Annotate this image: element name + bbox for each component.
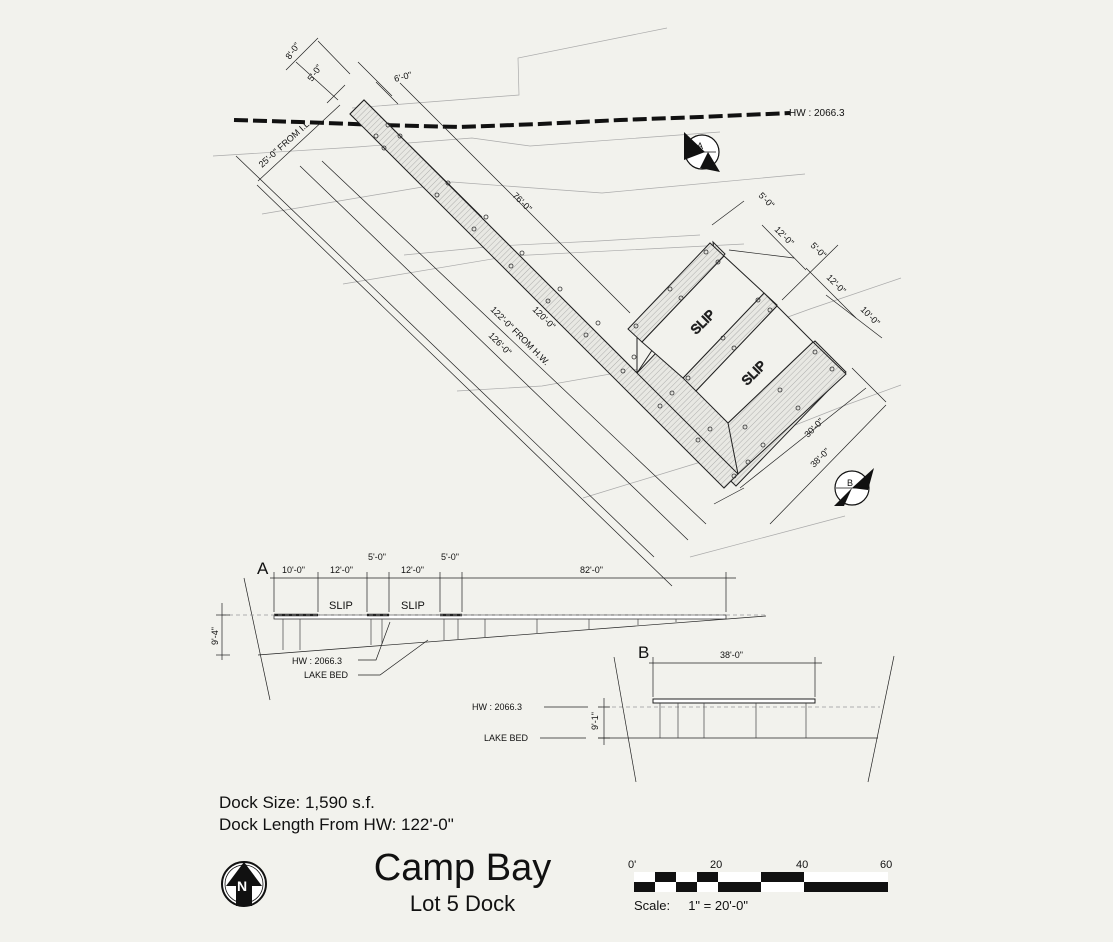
dim-38ft: 38'-0" <box>808 446 831 469</box>
dim-12ft-2: 12'-0" <box>825 272 848 295</box>
scale-label: Scale: 1" = 20'-0" <box>634 898 748 913</box>
dim-76ft: 76'-0" <box>511 190 534 213</box>
project-subtitle: Lot 5 Dock <box>409 891 516 916</box>
plan-dimensions <box>235 37 887 587</box>
scale-tick-20: 20 <box>710 859 722 871</box>
slip-1 <box>641 255 765 379</box>
dim-from-il: 25'-0" FROM I.L. <box>257 117 313 169</box>
scale-tick-60: 60 <box>880 859 892 871</box>
section-a-dim-2: 12'-0" <box>330 565 353 575</box>
high-water-line: HW : 2066.3 <box>233 108 845 130</box>
section-b-label: B <box>638 643 649 662</box>
section-a-slip-1: SLIP <box>329 600 353 612</box>
section-b-height: 9'-1" <box>590 712 600 730</box>
dock-info: Dock Size: 1,590 s.f. Dock Length From H… <box>219 792 454 836</box>
section-marker-b: B <box>834 468 874 506</box>
north-arrow-icon: N <box>221 861 267 907</box>
section-b-lake-bed-label: LAKE BED <box>484 733 529 743</box>
section-a: A 10'-0" <box>210 552 767 701</box>
section-a-height: 9'-4" <box>210 627 220 645</box>
section-a-hw-label: HW : 2066.3 <box>292 656 342 666</box>
hw-label: HW : 2066.3 <box>789 108 845 119</box>
section-a-dim-4: 12'-0" <box>401 565 424 575</box>
dim-8ft: 8'-0" <box>283 41 301 61</box>
dim-5ft-right-1: 5'-0" <box>757 190 777 210</box>
dim-10ft: 10'-0" <box>859 304 882 327</box>
section-b: B 38'-0" 9'-1" HW : 2066.3 LAKE BED <box>472 643 895 783</box>
north-arrow-letter: N <box>237 878 247 894</box>
project-title: Camp Bay <box>373 847 552 889</box>
section-marker-b-label: B <box>847 478 853 488</box>
scale-tick-0: 0' <box>628 859 636 871</box>
dim-5ft-top: 5'-0" <box>305 63 323 83</box>
section-a-dim-3: 5'-0" <box>368 552 386 562</box>
dock-structure: SLIP SLIP <box>349 99 847 489</box>
section-marker-a-label: A <box>697 141 703 151</box>
slip-2 <box>695 305 814 424</box>
dim-12ft-1: 12'-0" <box>773 224 796 247</box>
section-b-width: 38'-0" <box>720 650 743 660</box>
section-a-dim-6: 82'-0" <box>580 565 603 575</box>
title-block: Camp Bay Lot 5 Dock <box>340 846 585 918</box>
piles <box>373 122 835 479</box>
section-a-lake-bed-label: LAKE BED <box>304 670 349 680</box>
section-b-hw-label: HW : 2066.3 <box>472 702 522 712</box>
dock-length: Dock Length From HW: 122'-0" <box>219 815 454 834</box>
section-a-slip-2: SLIP <box>401 600 425 612</box>
dim-126ft: 126'-0" <box>487 330 514 357</box>
section-a-dim-1: 10'-0" <box>282 565 305 575</box>
section-a-dim-5: 5'-0" <box>441 552 459 562</box>
dim-6ft: 6'-0" <box>393 70 413 84</box>
scale-tick-40: 40 <box>796 859 808 871</box>
section-marker-a: A <box>684 132 720 172</box>
section-a-label: A <box>257 559 269 578</box>
scale-bar: 0' 20 40 60 Scale: 1" = 20'-0" <box>628 859 892 913</box>
dim-30ft: 30'-0" <box>802 416 825 439</box>
dock-size: Dock Size: 1,590 s.f. <box>219 793 375 812</box>
